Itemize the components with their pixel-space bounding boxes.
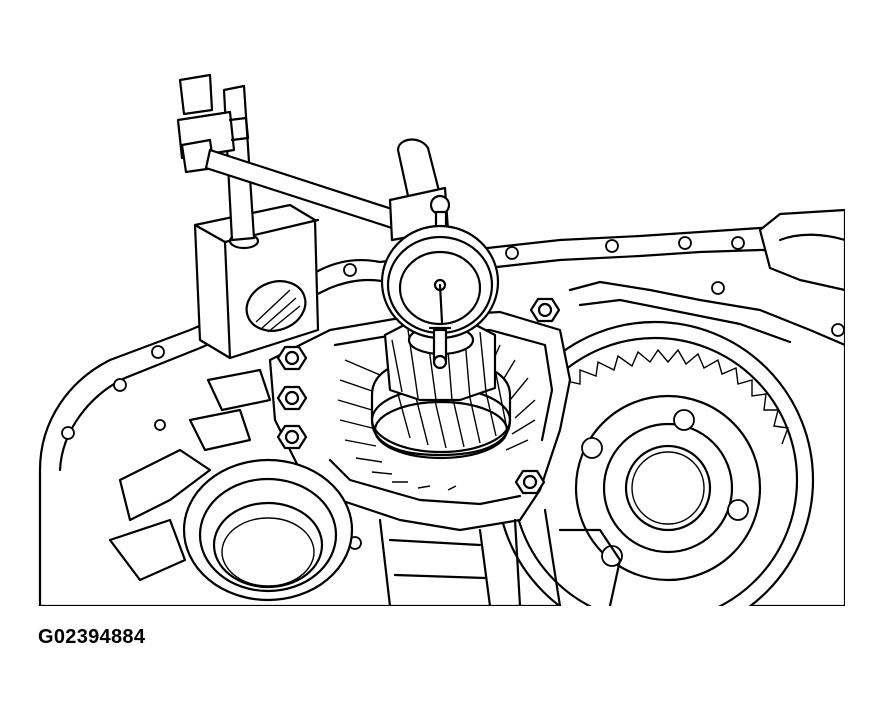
magnetic-base [193, 203, 320, 360]
hex-bolts [276, 297, 561, 495]
dial-indicator [380, 138, 500, 370]
bearing-bore [182, 458, 354, 602]
transmission-dial-indicator-illustration [38, 73, 845, 606]
ring-gear [495, 320, 815, 606]
figure-code-label: G02394884 [38, 626, 146, 648]
